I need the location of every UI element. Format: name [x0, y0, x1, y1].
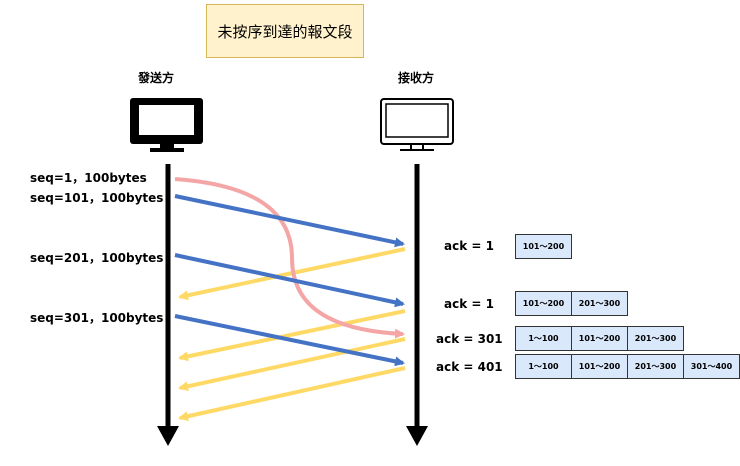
segment-label-3: seq=201，100bytes: [30, 251, 164, 265]
ack-label-2: ack = 1: [444, 297, 494, 311]
segment-arrow-3: [174, 253, 405, 308]
sender-label: 發送方: [138, 71, 175, 85]
buffer-cell: 1～100: [515, 354, 572, 379]
buffer-cell: 101～200: [515, 291, 572, 316]
ack-label-3: ack = 301: [436, 332, 503, 346]
receiver-monitor-icon: [380, 98, 454, 151]
sender-lifeline: [157, 164, 179, 446]
segment-label-1: seq=1，100bytes: [30, 171, 147, 185]
ack-label-1: ack = 1: [444, 239, 494, 253]
buffer-cell: 101～200: [571, 326, 628, 351]
ack-arrow-3: [178, 337, 406, 392]
buffer-cell: 301～400: [683, 354, 740, 379]
sender-monitor-icon: [130, 98, 203, 152]
receiver-label: 接收方: [398, 71, 435, 85]
buffer-cell: 101～200: [515, 234, 572, 259]
buffer-cell: 201～300: [571, 291, 628, 316]
ack-arrow-2: [178, 309, 406, 362]
buffer-cell: 201～300: [627, 326, 684, 351]
ack-label-4: ack = 401: [436, 360, 503, 374]
ack-arrow-4: [178, 366, 406, 422]
diagram-title: 未按序到達的報文段: [206, 4, 364, 58]
buffer-cell: 201～300: [627, 354, 684, 379]
buffer-cell: 1～100: [515, 326, 572, 351]
segment-arrow-2: [174, 194, 405, 248]
segment-label-2: seq=101，100bytes: [30, 191, 164, 205]
segment-arrow-4: [174, 314, 405, 367]
receiver-lifeline: [406, 164, 428, 446]
segment-label-4: seq=301，100bytes: [30, 311, 164, 325]
delayed-segment-arrow: [174, 177, 405, 339]
buffer-cell: 101～200: [571, 354, 628, 379]
